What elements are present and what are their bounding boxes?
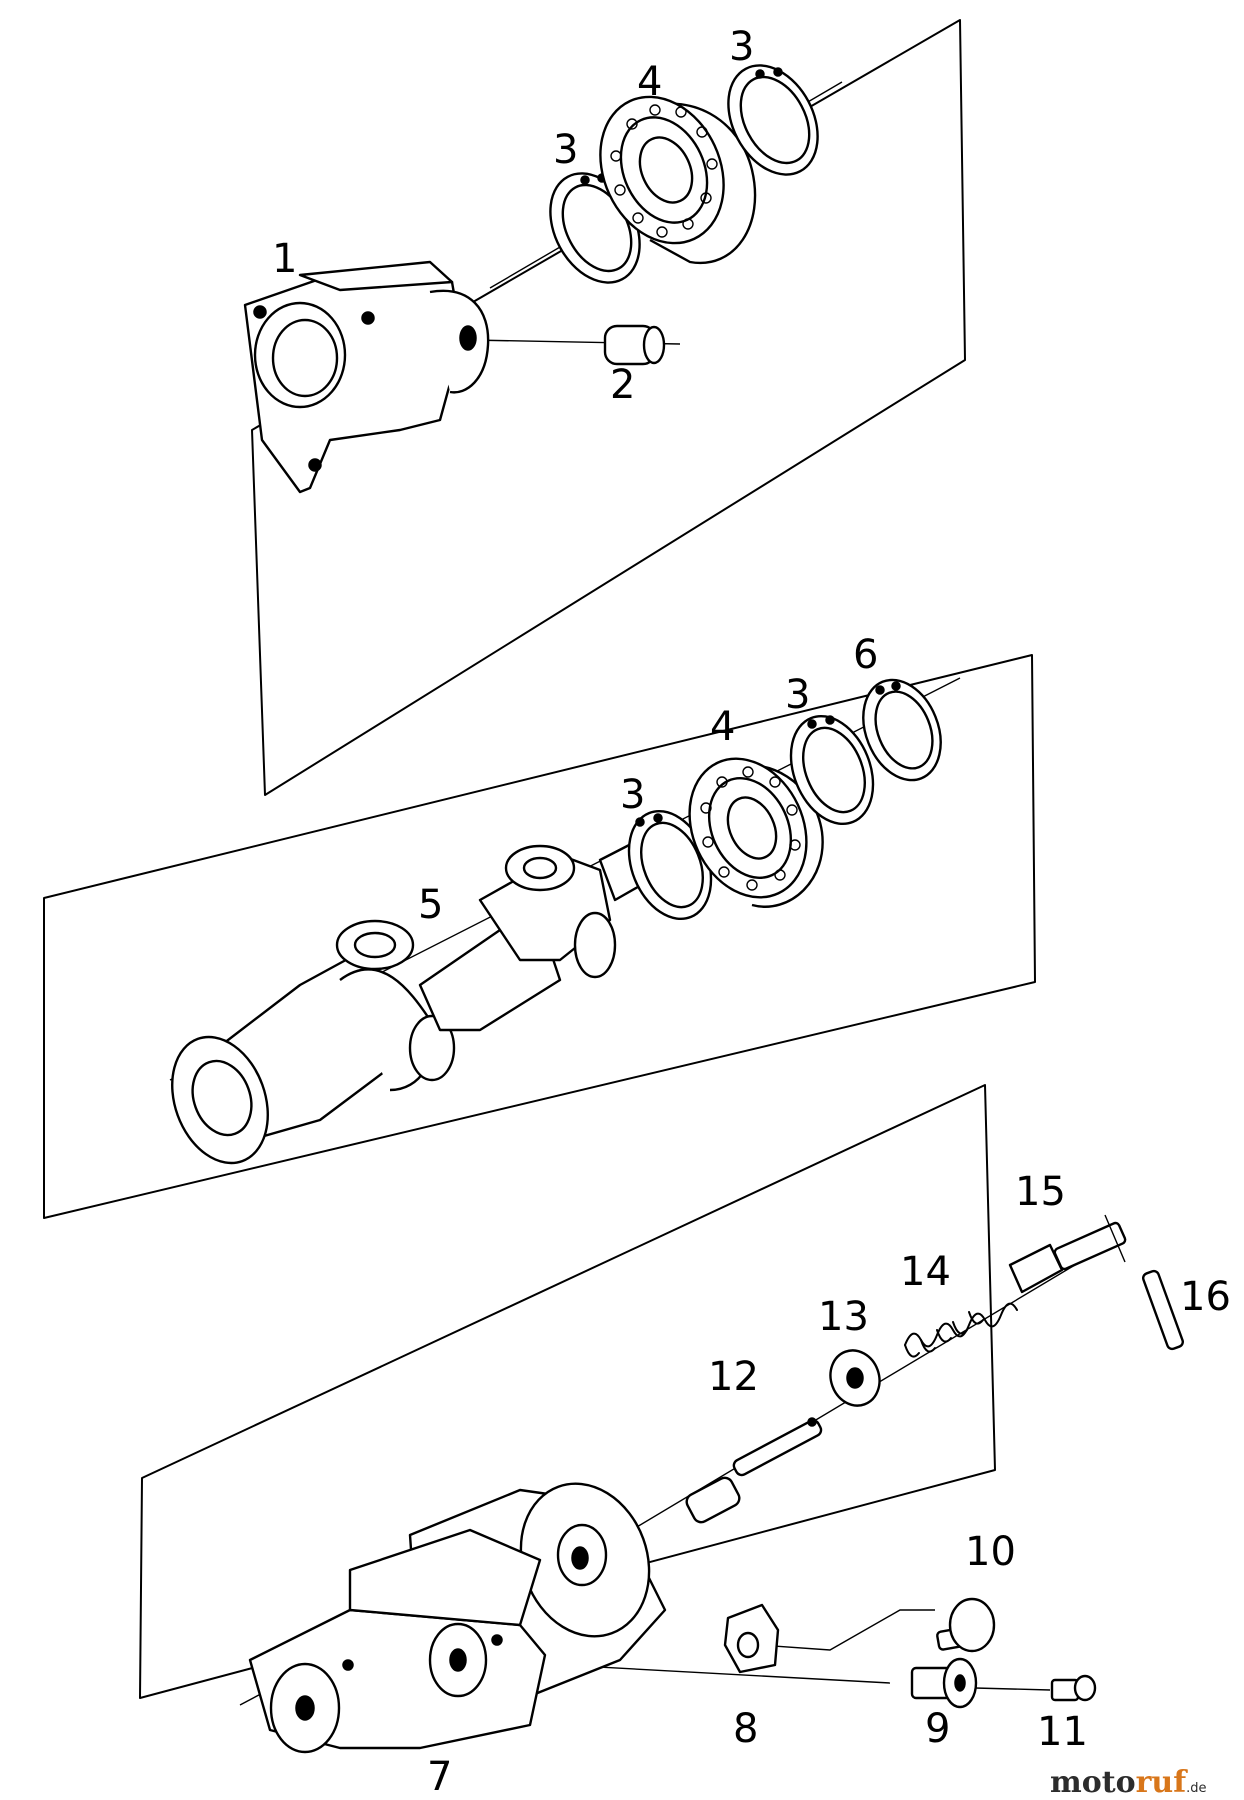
- callout-9: 9: [925, 1706, 950, 1752]
- cardan-shaft: [171, 840, 652, 1165]
- callout-4-upper: 4: [637, 59, 662, 105]
- leader-line-10: [759, 1609, 935, 1651]
- washer: [829, 1349, 881, 1407]
- callout-7: 7: [427, 1754, 452, 1800]
- callout-10: 10: [965, 1529, 1016, 1575]
- callout-3-upper-left: 3: [553, 127, 578, 173]
- adapter-fitting: [910, 1657, 978, 1709]
- valve-housing: [248, 1482, 667, 1754]
- valve-stem: [685, 1417, 823, 1524]
- panel-middle: [43, 654, 1036, 1219]
- watermark-part-2: ruf: [1136, 1765, 1189, 1800]
- callout-6: 6: [853, 632, 878, 678]
- callout-13: 13: [818, 1294, 869, 1340]
- callout-5: 5: [418, 882, 443, 928]
- hex-screw: [936, 1597, 996, 1653]
- housing-flange: [243, 260, 490, 494]
- panel-lower: [139, 1084, 996, 1699]
- callout-4-middle: 4: [710, 704, 735, 750]
- snap-ring-mid-center: [789, 714, 875, 826]
- lock-plate: [723, 1603, 780, 1674]
- snap-ring-mid-left: [627, 809, 713, 921]
- callout-8: 8: [733, 1706, 758, 1752]
- callout-3-mid-right: 3: [785, 672, 810, 718]
- callout-1: 1: [272, 236, 297, 282]
- grease-nipple: [1050, 1674, 1097, 1702]
- callout-14: 14: [900, 1249, 951, 1295]
- bushing: [603, 324, 666, 366]
- callout-2: 2: [610, 362, 635, 408]
- watermark-part-3: .de: [1186, 1781, 1206, 1796]
- watermark-part-1: moto: [1050, 1765, 1136, 1800]
- snap-ring-mid-right: [862, 678, 942, 782]
- motoruf-watermark: motoruf.de: [1050, 1765, 1207, 1800]
- bearing-middle: [688, 757, 824, 908]
- svg-text:motoruf.de: motoruf.de: [1050, 1765, 1207, 1800]
- callout-12: 12: [708, 1354, 759, 1400]
- compression-spring: [904, 1302, 1018, 1358]
- pin: [1142, 1269, 1184, 1351]
- callout-16: 16: [1180, 1274, 1231, 1320]
- leader-line-11: [974, 1687, 1051, 1691]
- callout-3-mid-left: 3: [620, 772, 645, 818]
- callout-11: 11: [1037, 1709, 1088, 1755]
- snap-ring-right: [727, 64, 819, 176]
- callout-3-upper-right: 3: [729, 24, 754, 70]
- callout-15: 15: [1015, 1169, 1066, 1215]
- adjusting-screw: [1008, 1214, 1127, 1294]
- bearing-upper: [599, 95, 757, 265]
